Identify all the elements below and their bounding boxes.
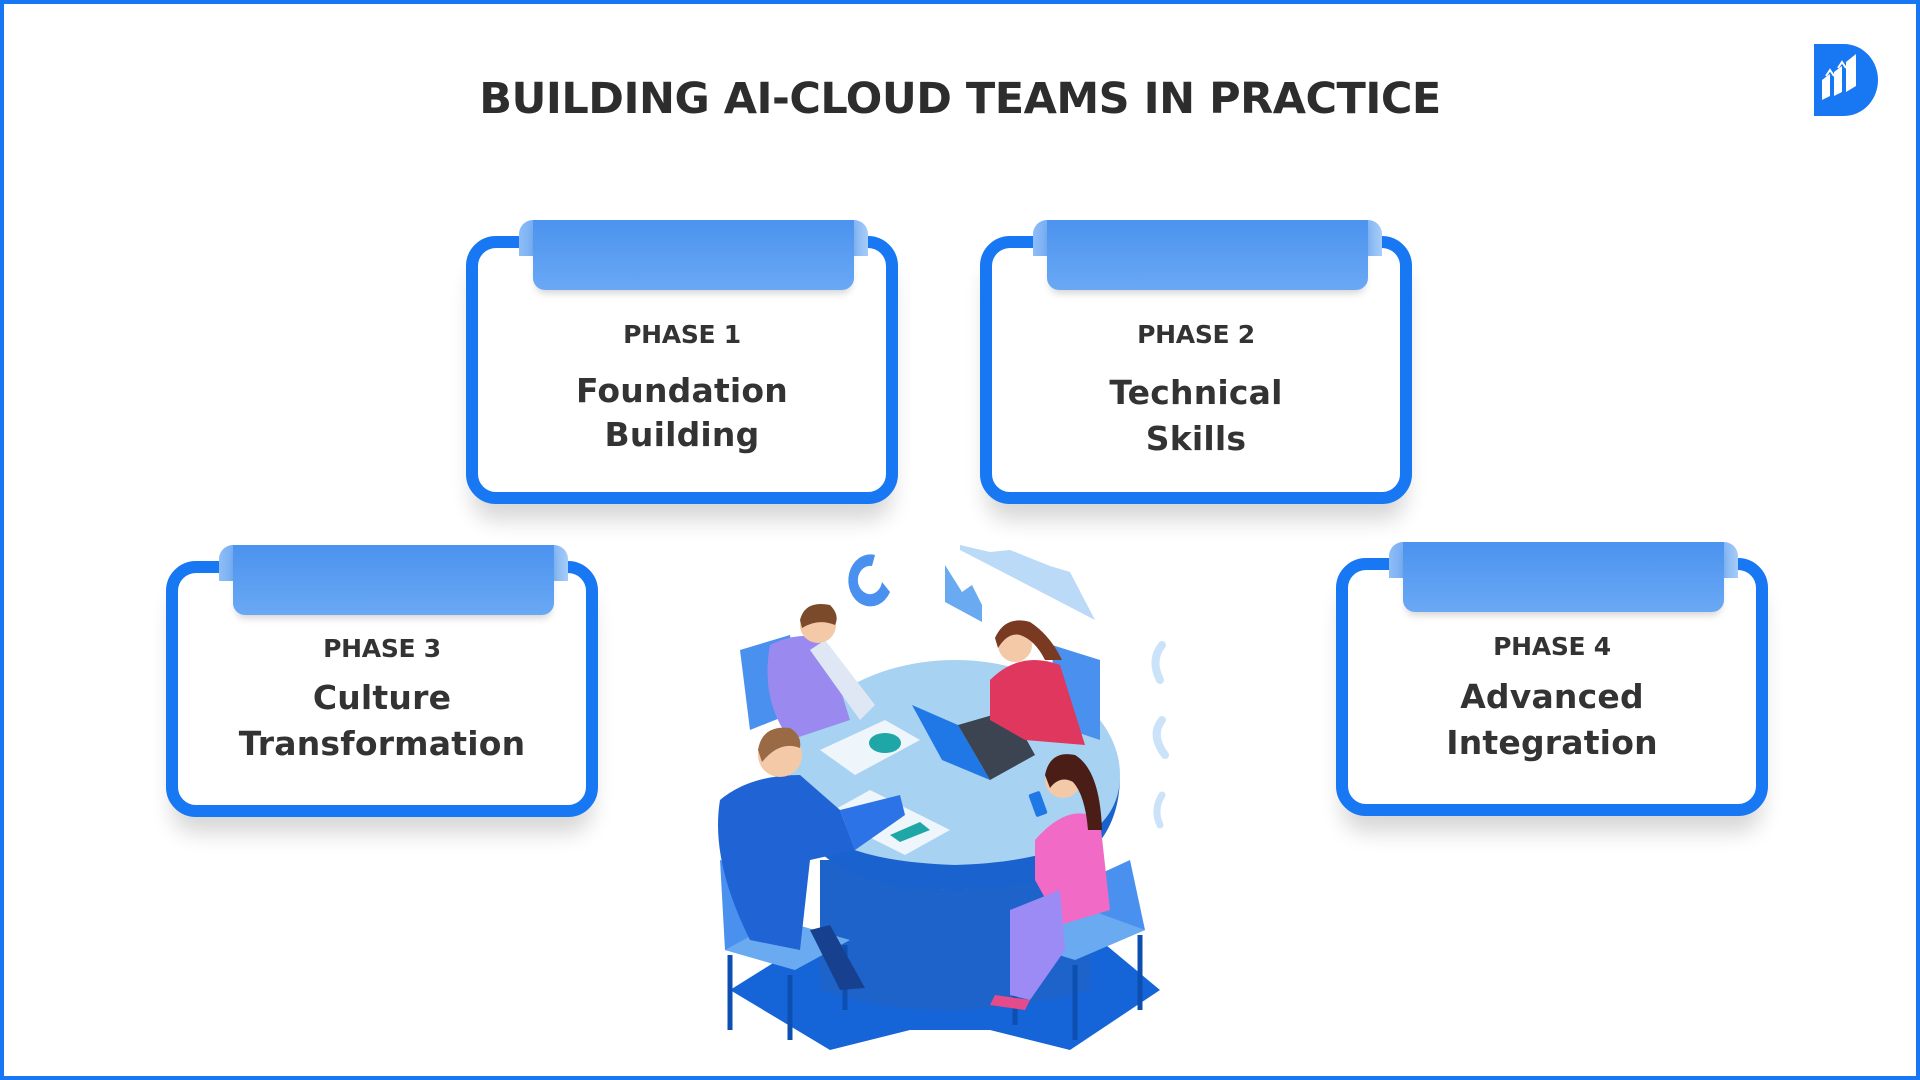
report-document bbox=[820, 720, 920, 775]
phase-name-line1: Advanced bbox=[1460, 677, 1644, 716]
card-tab-ribbon bbox=[519, 220, 868, 290]
phase-label: PHASE 4 bbox=[1493, 632, 1611, 661]
brand-logo-icon bbox=[1814, 44, 1878, 116]
phase-name-line2: Transformation bbox=[238, 724, 526, 763]
phase-name-line2: Building bbox=[604, 415, 760, 454]
phase-card-1: PHASE 1 Foundation Building bbox=[466, 220, 898, 504]
page-title: BUILDING AI-CLOUD TEAMS IN PRACTICE bbox=[479, 74, 1441, 124]
phase-card-2: PHASE 2 Technical Skills bbox=[980, 220, 1412, 504]
person-man-standing bbox=[767, 604, 875, 740]
phase-name-line2: Integration bbox=[1446, 723, 1658, 762]
person-woman-laptop bbox=[990, 620, 1085, 745]
phase-name-line2: Skills bbox=[1145, 419, 1247, 458]
phase-label: PHASE 2 bbox=[1137, 320, 1255, 349]
area-chart-icon bbox=[960, 545, 1095, 620]
signal-arcs-icon bbox=[1151, 641, 1169, 829]
phase-label: PHASE 1 bbox=[623, 320, 741, 349]
phase-card-4: PHASE 4 Advanced Integration bbox=[1336, 542, 1768, 816]
phase-name-line1: Technical bbox=[1109, 373, 1283, 412]
card-tab-ribbon bbox=[219, 545, 568, 615]
donut-chart-icon bbox=[848, 554, 890, 607]
phase-name-line1: Culture bbox=[312, 678, 452, 717]
phase-card-3: PHASE 3 Culture Transformation bbox=[166, 545, 598, 817]
person-man-seated bbox=[718, 727, 905, 990]
card-tab-ribbon bbox=[1033, 220, 1382, 290]
card-tab-ribbon bbox=[1389, 542, 1738, 612]
person-woman-phone bbox=[990, 754, 1110, 1010]
phone-icon bbox=[1028, 791, 1048, 817]
phase-label: PHASE 3 bbox=[323, 634, 441, 663]
line-chart-icon bbox=[945, 565, 982, 622]
team-meeting-illustration bbox=[718, 545, 1169, 1050]
phase-name-line1: Foundation bbox=[575, 371, 788, 410]
